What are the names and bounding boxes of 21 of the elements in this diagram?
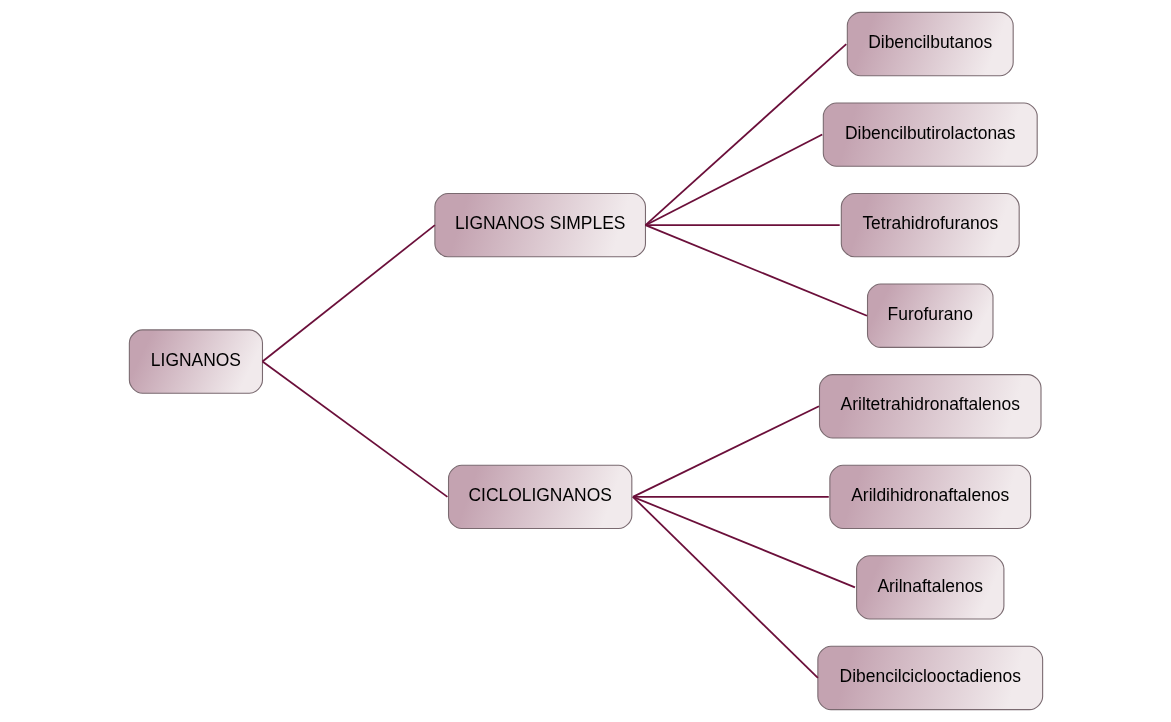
connector xyxy=(644,224,868,317)
connector xyxy=(631,495,856,589)
connector xyxy=(261,224,436,363)
node-box: Dibencilciclooctadienos xyxy=(816,645,1043,711)
node-box: Tetrahidrofuranos xyxy=(840,192,1020,258)
node-box: Arilnaftalenos xyxy=(855,555,1004,620)
connector xyxy=(644,133,823,227)
node-box: Dibencilbutirolactonas xyxy=(822,102,1038,167)
node-box: Ariltetrahidronaftalenos xyxy=(818,374,1042,439)
connector xyxy=(631,495,830,498)
connector xyxy=(644,43,847,227)
node-box: LIGNANOS xyxy=(128,329,263,394)
node-box: LIGNANOS SIMPLES xyxy=(433,192,646,258)
node-box: Furofurano xyxy=(866,283,994,348)
node-box: Arildihidronaftalenos xyxy=(828,464,1031,530)
node-box: Dibencilbutanos xyxy=(846,11,1014,77)
node-box: CICLOLIGNANOS xyxy=(447,464,632,530)
connector xyxy=(631,405,820,498)
connector xyxy=(644,224,841,227)
connector xyxy=(261,360,448,498)
connector xyxy=(631,495,819,679)
